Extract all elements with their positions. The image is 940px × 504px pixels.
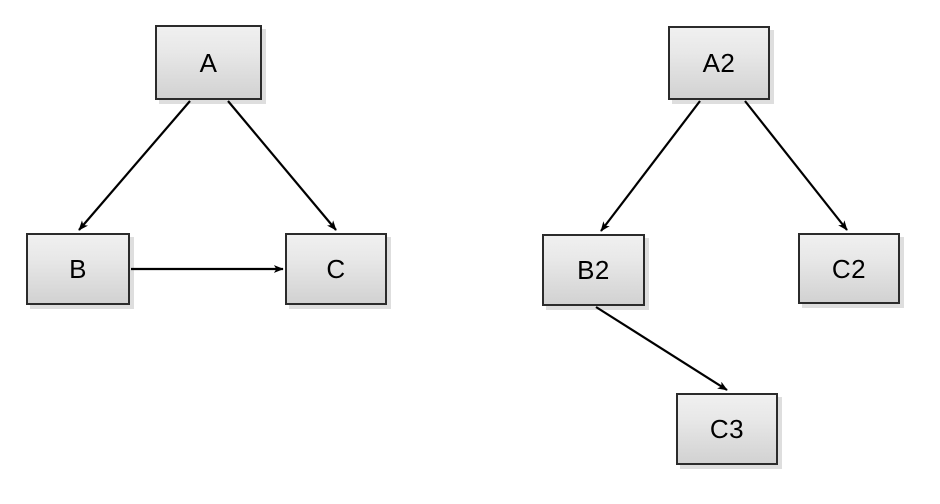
edge-group bbox=[78, 100, 848, 391]
node-a2[interactable]: A2 bbox=[668, 26, 770, 100]
node-label: C3 bbox=[709, 414, 745, 444]
edge-a2-to-b2 bbox=[600, 100, 701, 232]
node-label: C bbox=[326, 254, 346, 284]
edge-a-to-b bbox=[78, 100, 191, 231]
node-label: A bbox=[199, 47, 218, 78]
node-label: A2 bbox=[702, 48, 736, 78]
edge-a2-to-c2 bbox=[744, 100, 848, 231]
edge-a-to-c bbox=[227, 100, 337, 231]
node-label: B bbox=[69, 254, 87, 284]
node-label: C2 bbox=[831, 253, 867, 284]
node-c3[interactable]: C3 bbox=[676, 393, 778, 465]
node-b2[interactable]: B2 bbox=[542, 234, 645, 306]
node-label: B2 bbox=[577, 255, 610, 285]
node-b[interactable]: B bbox=[26, 233, 130, 305]
edge-b2-to-c3 bbox=[595, 306, 728, 391]
node-c2[interactable]: C2 bbox=[798, 233, 900, 304]
node-a[interactable]: A bbox=[155, 25, 262, 100]
node-c[interactable]: C bbox=[285, 233, 387, 305]
